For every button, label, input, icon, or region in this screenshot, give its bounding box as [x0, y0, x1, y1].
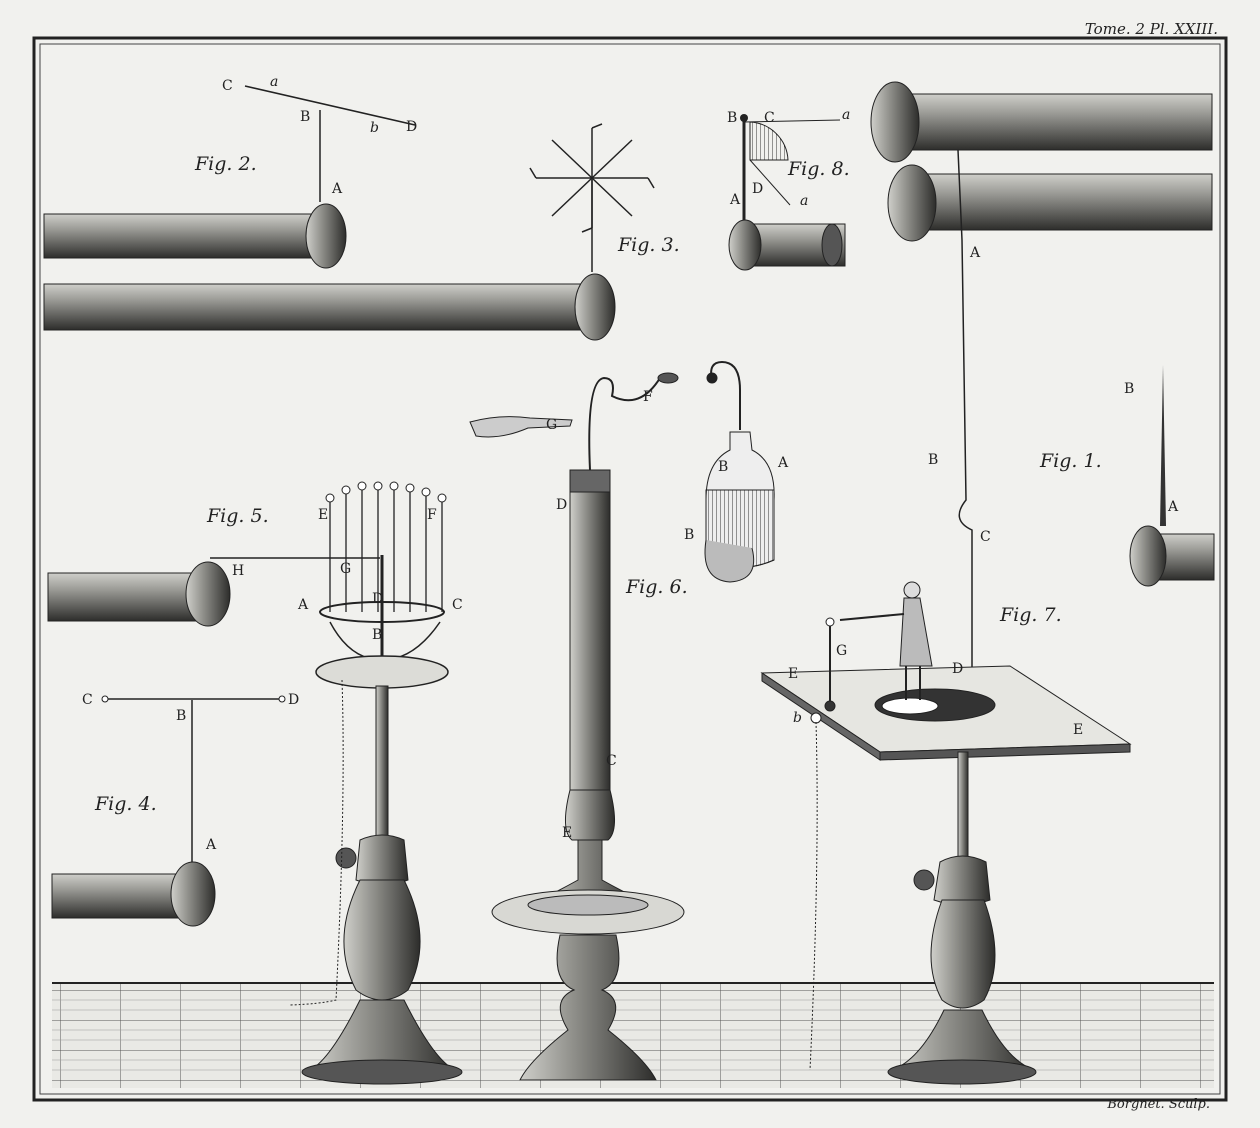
conductor-fig8 [728, 114, 846, 271]
plate-border [32, 36, 1228, 1102]
caption-fig7: Fig. 7. [1000, 604, 1062, 626]
letter-A: A [332, 181, 343, 197]
letter-a: a [270, 74, 279, 90]
letter-D: D [288, 692, 300, 708]
letter-G: G [836, 643, 848, 659]
letter-E: E [1073, 722, 1084, 738]
letter-G: G [546, 417, 558, 433]
letter-A: A [206, 837, 217, 853]
cage-stand-fig5 [289, 481, 463, 1085]
letter-A: A [778, 455, 789, 471]
letter-G: G [340, 561, 352, 577]
letter-A: A [970, 245, 981, 261]
letter-F: F [427, 507, 437, 523]
caption-fig2: Fig. 2. [195, 153, 257, 175]
caption-fig1: Fig. 1. [1040, 450, 1102, 472]
letter-a: a [800, 193, 809, 209]
conductor-top-right [870, 81, 1213, 680]
letter-E: E [562, 825, 573, 841]
caption-fig8: Fig. 8. [788, 158, 850, 180]
letter-B: B [718, 459, 729, 475]
letter-C: C [764, 110, 775, 126]
letter-F: F [643, 389, 653, 405]
letter-D: D [406, 119, 418, 135]
engraver-credit: Borgnet. Sculp. [1107, 1097, 1210, 1112]
conductor-fig3 [43, 123, 655, 341]
letter-B: B [684, 527, 695, 543]
plate-header: Tome. 2 Pl. XXIII. [1084, 20, 1218, 38]
letter-b: b [370, 120, 379, 136]
letter-a: a [842, 107, 851, 123]
caption-fig3: Fig. 3. [618, 234, 680, 256]
letter-D: D [556, 497, 568, 513]
letter-H: H [232, 563, 245, 579]
conductor-fig5 [47, 557, 380, 627]
letter-A: A [298, 597, 309, 613]
table-stand-fig7 [760, 581, 1132, 1085]
letter-C: C [606, 753, 617, 769]
letter-B: B [372, 627, 383, 643]
letter-B: B [300, 109, 311, 125]
letter-C: C [222, 78, 233, 94]
letter-C: C [452, 597, 463, 613]
conductor-fig4 [51, 695, 286, 927]
tube-stand-fig6 [469, 372, 685, 1081]
caption-fig5: Fig. 5. [207, 505, 269, 527]
letter-b: b [793, 710, 802, 726]
caption-fig4: Fig. 4. [95, 793, 157, 815]
letter-D: D [752, 181, 764, 197]
conductor-fig1 [1129, 365, 1215, 587]
letter-A: A [730, 192, 741, 208]
letter-D: D [372, 591, 384, 607]
letter-E: E [788, 666, 799, 682]
caption-fig6: Fig. 6. [626, 576, 688, 598]
letter-B: B [176, 708, 187, 724]
letter-A: A [1168, 499, 1179, 515]
plate-inner-border [39, 43, 1221, 1095]
conductor-fig2 [43, 85, 416, 269]
flask-fig6 [704, 360, 775, 583]
letter-B: B [1124, 381, 1135, 397]
letter-B: B [928, 452, 939, 468]
letter-C: C [82, 692, 93, 708]
letter-D: D [952, 661, 964, 677]
letter-E: E [318, 507, 329, 523]
letter-B: B [727, 110, 738, 126]
letter-C: C [980, 529, 991, 545]
